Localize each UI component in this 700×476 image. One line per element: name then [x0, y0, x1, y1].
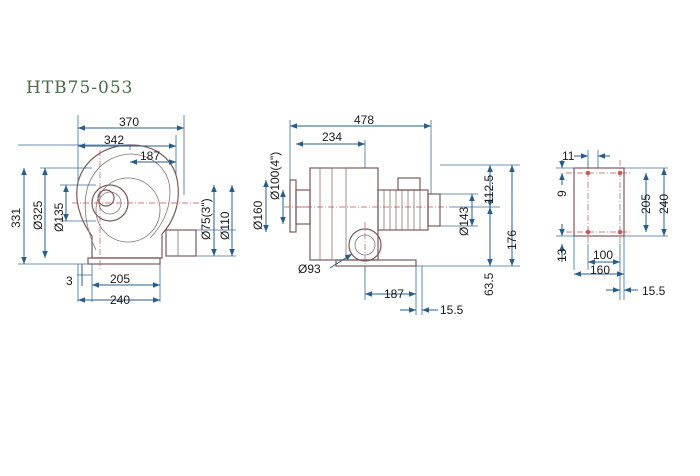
dim-187-side-label: 187 — [384, 287, 404, 301]
dim-325-label: Ø325 — [31, 200, 45, 230]
dim-135-label: Ø135 — [52, 202, 66, 232]
dim-234-label: 234 — [322, 130, 342, 144]
dim-160-label: Ø160 — [251, 200, 265, 230]
base-plate — [573, 167, 625, 237]
side-motor-endcap — [427, 193, 441, 227]
dim-100-label: Ø100(4") — [268, 152, 282, 200]
dim-100-base-label: 100 — [593, 248, 613, 262]
dim-110-label: Ø110 — [218, 211, 232, 240]
dim-370-label: 370 — [119, 115, 139, 129]
dim-3-label: 3 — [66, 274, 73, 288]
model-title: HTB75-053 — [26, 78, 134, 98]
side-motor-body — [377, 189, 429, 231]
dim-63-label: 63.5 — [482, 272, 496, 296]
dim-11-label: 11 — [562, 149, 575, 163]
bolt-hole — [585, 170, 591, 176]
bolt-hole — [617, 170, 623, 176]
dim-155-base-label: 15.5 — [642, 284, 666, 298]
front-view: 370 342 187 331 Ø325 Ø135 Ø75(3") Ø110 3… — [9, 115, 236, 307]
dim-176-label: 176 — [505, 230, 519, 250]
side-motor-fins — [383, 190, 421, 230]
dim-93-label: Ø93 — [298, 262, 321, 276]
dim-205-base-label: 205 — [639, 194, 653, 214]
bolt-hole — [585, 229, 591, 235]
bolt-hole — [617, 229, 623, 235]
dim-331-label: 331 — [9, 208, 23, 228]
dim-160-base-label: 160 — [590, 263, 610, 277]
dim-478-label: 478 — [354, 113, 374, 127]
side-housing-rib — [331, 167, 347, 261]
dim-112-label: 112.5 — [482, 175, 496, 204]
front-outlet-pipe — [165, 229, 197, 257]
side-terminal-box — [397, 177, 421, 191]
dim-240-base-label: 240 — [657, 194, 671, 214]
side-base — [335, 259, 417, 267]
dim-187-label: 187 — [140, 149, 160, 163]
front-volute-ring — [95, 177, 161, 243]
dim-155-side-label: 15.5 — [440, 303, 464, 317]
dim-75-label: Ø75(3") — [199, 198, 213, 240]
dim-240-label: 240 — [110, 293, 130, 307]
dim-342-label: 342 — [104, 133, 124, 147]
base-view: 11 9 205 240 13 100 160 15.5 — [555, 149, 671, 300]
front-housing-inner — [84, 153, 171, 251]
dim-line-93 — [329, 253, 353, 269]
dim-143-label: Ø143 — [457, 206, 471, 236]
dim-9-label: 9 — [555, 190, 569, 197]
side-view: 478 234 Ø160 Ø100(4") Ø143 112.5 176 63.… — [251, 113, 520, 317]
side-inlet-flange — [289, 179, 297, 233]
dim-13-label: 13 — [555, 248, 569, 262]
front-base — [87, 257, 161, 265]
dim-205-label: 205 — [110, 272, 130, 286]
